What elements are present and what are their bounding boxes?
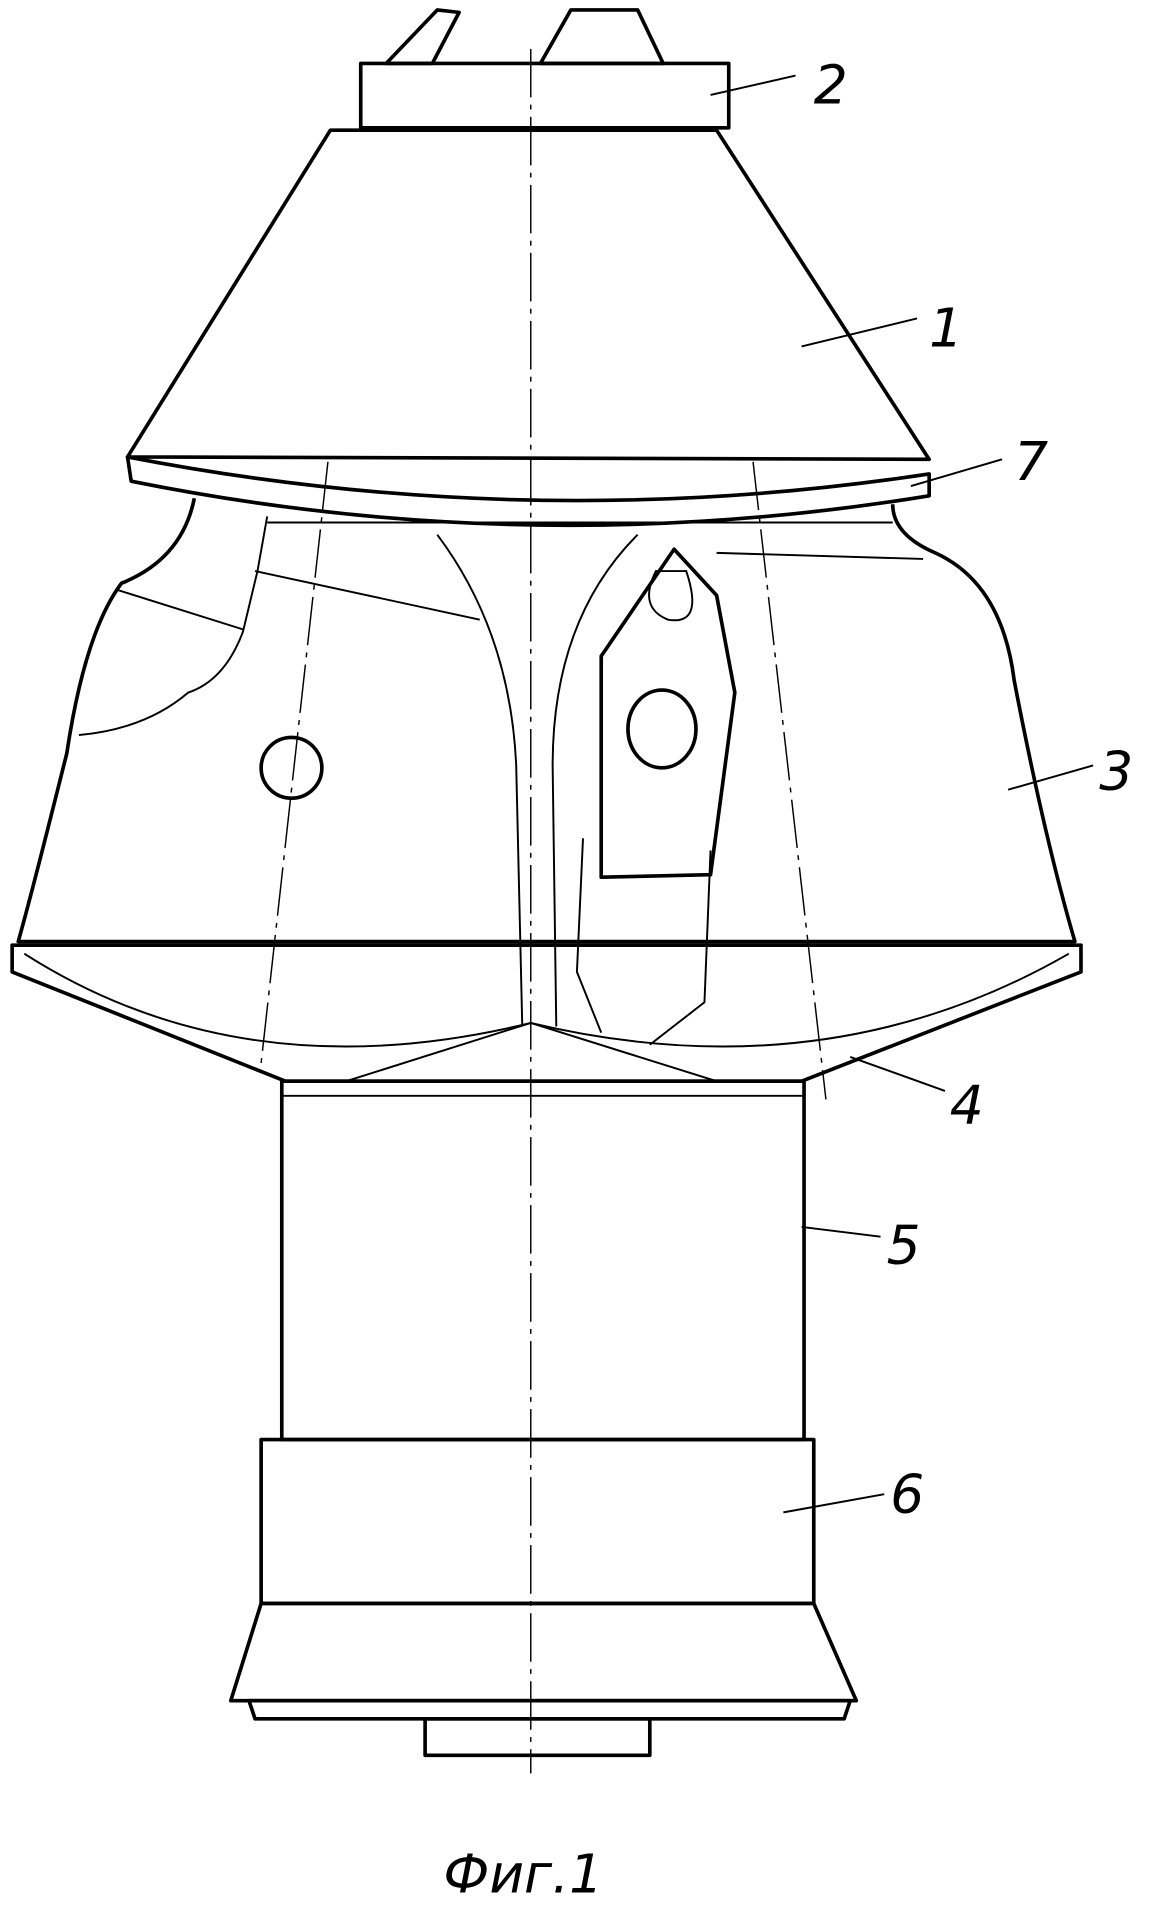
leader-lines [710, 74, 1094, 1514]
cone-part-1 [125, 128, 931, 462]
label-6: 6 [890, 1462, 924, 1525]
label-3: 3 [1099, 740, 1133, 803]
label-5: 5 [887, 1213, 921, 1276]
label-2: 2 [814, 53, 848, 116]
base-cone [228, 1601, 859, 1703]
label-7: 7 [1014, 430, 1048, 493]
body-part-3 [16, 497, 1077, 1046]
shank [423, 1717, 652, 1758]
ring-part-6 [259, 1437, 816, 1606]
label-4: 4 [950, 1074, 984, 1137]
figure-caption: Фиг.1 [443, 1843, 603, 1906]
pin-hole [259, 735, 324, 801]
sleeve-part-5 [279, 1079, 806, 1442]
band-part-7 [125, 455, 931, 528]
label-1: 1 [929, 296, 963, 359]
tip-part-2 [358, 61, 731, 130]
top-prongs [384, 8, 665, 66]
ring-part-4 [10, 943, 1083, 1084]
